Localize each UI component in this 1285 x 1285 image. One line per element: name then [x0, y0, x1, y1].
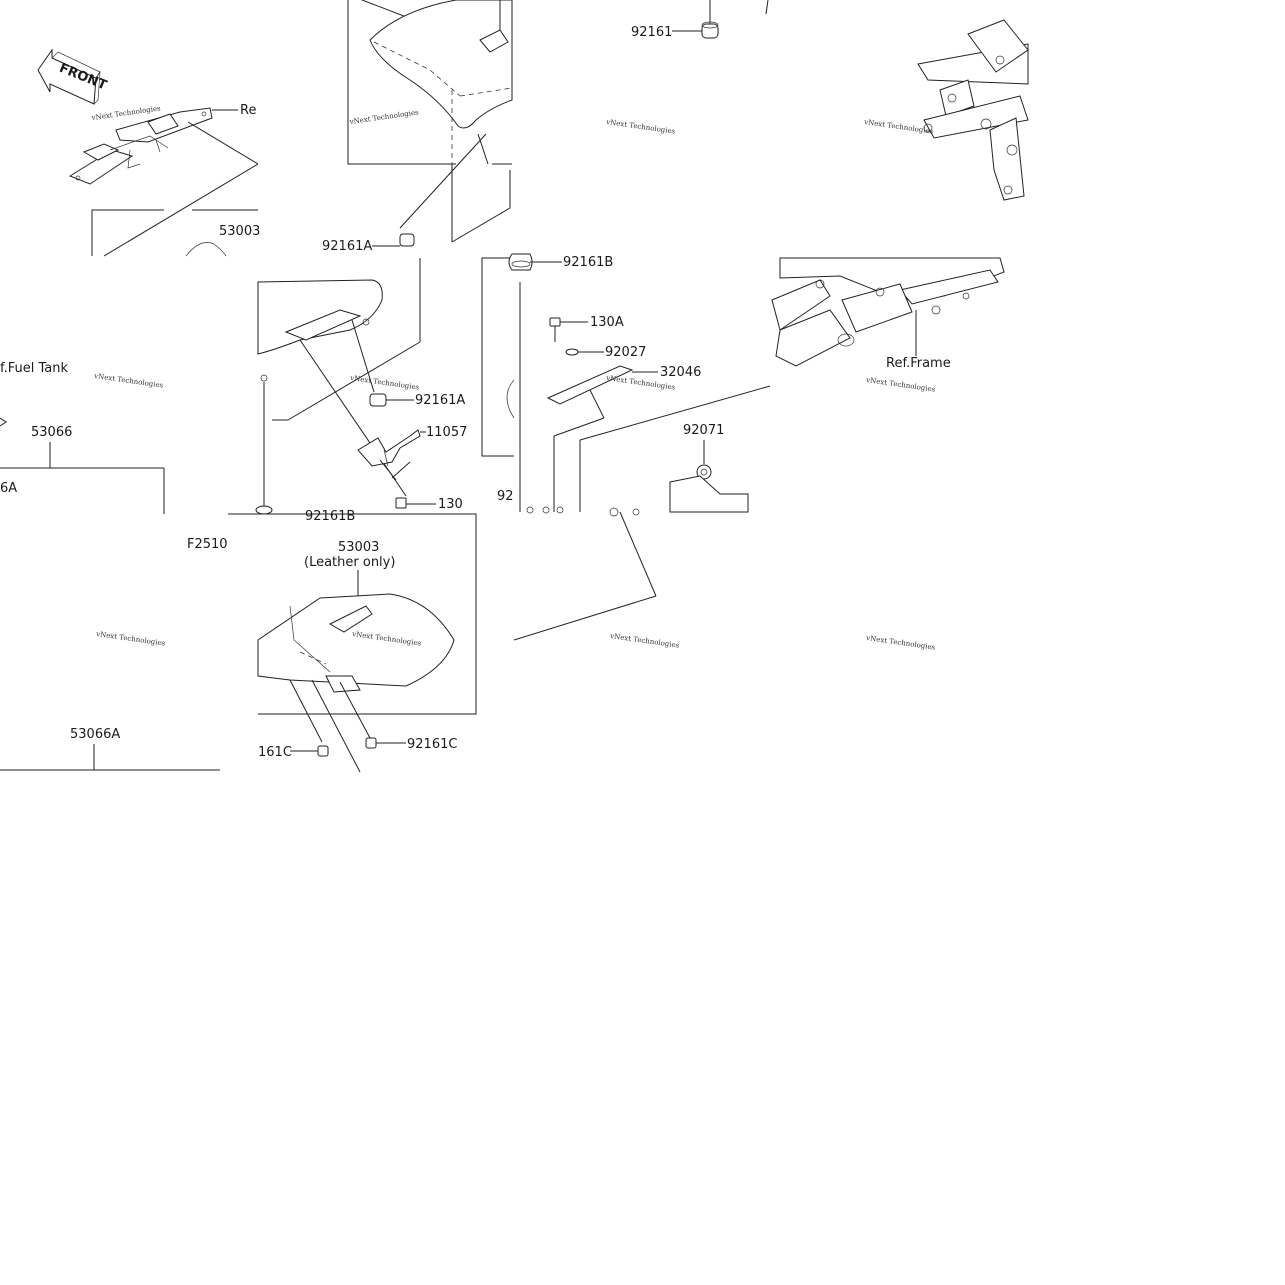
grommet-92161C-right — [365, 737, 406, 749]
part-130A: 130A — [590, 315, 624, 330]
grommet-92161-drawing — [672, 0, 769, 39]
ref-top-label: Re — [240, 103, 256, 118]
rider-seat-drawing — [347, 0, 513, 247]
part-92161A-mid: 92161A — [415, 393, 465, 408]
watermark-9: vNext Technologies — [95, 630, 166, 648]
bolt-130A-drawing — [549, 317, 588, 342]
figure-code: F2510 — [187, 537, 228, 552]
part-53066: 53066 — [31, 425, 72, 440]
watermark-1: vNext Technologies — [90, 104, 161, 122]
plate-32046-drawing — [546, 365, 658, 512]
leader-lines-lower — [513, 511, 657, 641]
arrow-left-partial — [0, 417, 7, 427]
watermark-4: vNext Technologies — [863, 118, 934, 136]
watermark-12: vNext Technologies — [865, 634, 936, 652]
watermark-11: vNext Technologies — [609, 632, 680, 650]
part-92161C-left: 161C — [258, 745, 292, 760]
passenger-seat-base-drawing — [255, 258, 421, 515]
grommet-92071-drawing — [526, 385, 771, 517]
tile-topleft-box — [91, 209, 258, 257]
part-92161: 92161 — [631, 25, 672, 40]
grommet-92161A-mid — [369, 393, 414, 407]
pillion-seat-drawing — [257, 570, 455, 773]
part-92071: 92071 — [683, 423, 724, 438]
part-92161B-partial: 92161B — [305, 509, 355, 524]
bolt-130-drawing — [395, 497, 436, 509]
watermark-5: vNext Technologies — [93, 372, 164, 390]
part-53066A: 53066A — [70, 727, 120, 742]
washer-92027-drawing — [565, 348, 604, 356]
seat-lock-bracket-drawing — [68, 107, 259, 257]
part-53003-top: 53003 — [219, 224, 260, 239]
watermark-8: vNext Technologies — [865, 376, 936, 394]
part-53003-note: (Leather only) — [304, 555, 395, 570]
ref-fuel-tank-label: f.Fuel Tank — [0, 361, 69, 376]
rear-frame-drawing — [771, 257, 1005, 367]
group-53066-bracket — [0, 442, 165, 514]
front-arrow-icon: FRONT — [37, 48, 109, 105]
bracket-11057-drawing — [357, 429, 426, 481]
part-92-partial: 92 — [497, 489, 514, 504]
pillion-seat-box — [228, 513, 477, 715]
part-53003-bottom: 53003 — [338, 540, 379, 555]
part-11057: 11057 — [426, 425, 467, 440]
watermark-6: vNext Technologies — [349, 374, 420, 392]
watermark-group: vNext Technologies vNext Technologies vN… — [90, 104, 936, 651]
ref-frame-label: Ref.Frame — [886, 356, 951, 371]
part-92027: 92027 — [605, 345, 646, 360]
part-92161A-top: 92161A — [322, 239, 372, 254]
frame-bracket-drawing — [917, 19, 1029, 201]
part-92161B: 92161B — [563, 255, 613, 270]
center-group-drawing — [481, 253, 562, 512]
part-92161C-right: 92161C — [407, 737, 457, 752]
part-32046: 32046 — [660, 365, 701, 380]
part-53066A-partial: 6A — [0, 481, 17, 496]
watermark-2: vNext Technologies — [348, 108, 419, 126]
grommet-92161C-left — [290, 745, 329, 757]
part-130: 130 — [438, 497, 463, 512]
watermark-3: vNext Technologies — [605, 118, 676, 136]
group-53066A-bracket — [0, 744, 220, 771]
